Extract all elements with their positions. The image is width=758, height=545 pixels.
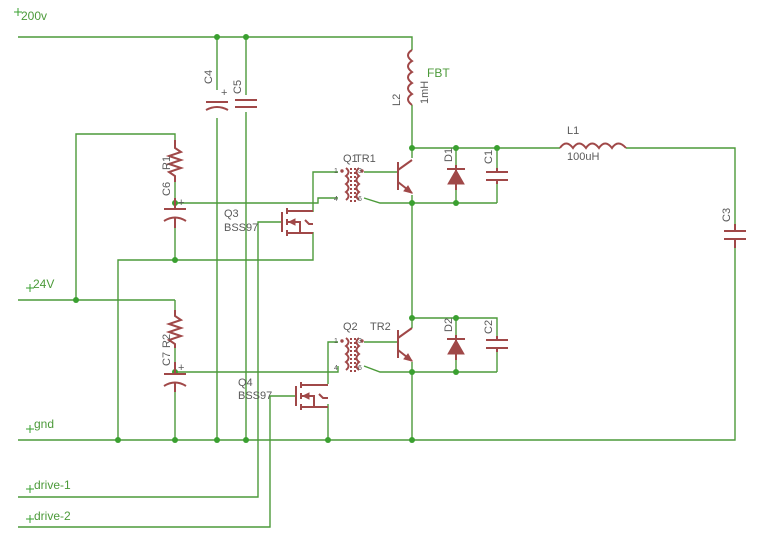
resistor-r1	[165, 140, 185, 182]
mosfet-q4	[295, 382, 328, 410]
wires	[18, 36, 736, 528]
net-markers	[14, 8, 34, 523]
transistor-q2	[397, 327, 414, 362]
net-label-24v: 24V	[33, 277, 54, 291]
label-r2: R2	[161, 334, 173, 348]
svg-text:1: 1	[334, 338, 338, 345]
transformer-pin-labels: 1 3 4 6 1 3 4 6	[334, 168, 362, 372]
capacitor-c3	[724, 224, 746, 248]
net-label-fbt: FBT	[427, 66, 450, 80]
label-q4: Q4	[238, 377, 253, 389]
diode-d1	[447, 165, 465, 190]
mosfet-q3	[281, 208, 313, 236]
label-q4-value: BSS97	[238, 390, 272, 402]
svg-text:+: +	[178, 197, 184, 209]
label-d1: D1	[443, 148, 455, 162]
label-c6: C6	[161, 182, 173, 196]
capacitor-c1	[486, 168, 508, 184]
transformer-tr2	[340, 337, 364, 372]
label-c5: C5	[232, 80, 244, 94]
part-labels: C4 C5 R1 C6 R2 C7 Q3 BSS97 Q4 BSS97 Q1 T…	[161, 70, 733, 402]
label-q2: Q2	[343, 321, 358, 333]
label-d2: D2	[443, 318, 455, 332]
label-l1-value: 100uH	[567, 151, 599, 163]
label-q3: Q3	[224, 208, 239, 220]
capacitor-c4: +	[205, 87, 229, 111]
capacitor-c5	[235, 99, 257, 108]
resistor-r2	[165, 310, 185, 348]
capacitor-c2	[486, 336, 508, 352]
diode-d2	[447, 335, 465, 360]
net-label-gnd: gnd	[34, 417, 54, 431]
svg-text:6: 6	[358, 196, 362, 203]
label-q1: Q1	[343, 153, 358, 165]
label-c3: C3	[721, 208, 733, 222]
net-label-drive-1: drive-1	[34, 478, 71, 492]
label-r1: R1	[161, 156, 173, 170]
label-l2: L2	[391, 94, 403, 106]
inductor-l1	[559, 142, 627, 150]
net-labels: 200v 24V gnd drive-1 drive-2 FBT	[21, 9, 450, 523]
label-q3-value: BSS97	[224, 222, 258, 234]
svg-text:+: +	[178, 362, 184, 374]
inductor-l2	[407, 49, 414, 106]
label-tr2: TR2	[370, 321, 391, 333]
label-l2-value: 1mH	[419, 81, 431, 104]
label-tr1: TR1	[355, 153, 376, 165]
transformer-tr1	[340, 167, 364, 202]
junctions	[73, 34, 500, 443]
label-l1: L1	[567, 125, 579, 137]
svg-text:4: 4	[334, 365, 338, 372]
label-c2: C2	[483, 320, 495, 334]
label-c1: C1	[483, 150, 495, 164]
capacitor-c6: +	[163, 197, 187, 228]
net-label-200v: 200v	[21, 9, 47, 23]
svg-text:1: 1	[334, 168, 338, 175]
net-label-drive-2: drive-2	[34, 509, 71, 523]
svg-text:+: +	[221, 87, 227, 99]
capacitor-c7: +	[163, 362, 187, 392]
svg-text:6: 6	[358, 365, 362, 372]
label-c4: C4	[203, 70, 215, 84]
svg-text:4: 4	[334, 196, 338, 203]
svg-text:3: 3	[358, 338, 362, 345]
svg-text:3: 3	[358, 168, 362, 175]
transistor-q1	[397, 159, 414, 194]
label-c7: C7	[161, 352, 173, 366]
